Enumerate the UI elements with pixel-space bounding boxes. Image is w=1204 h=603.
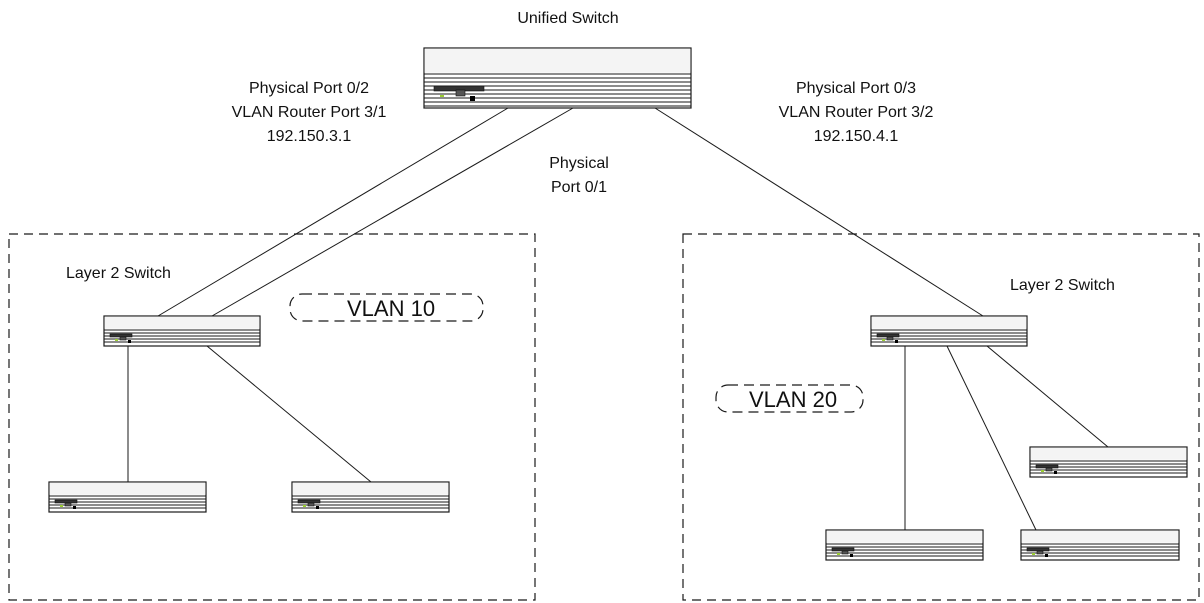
switch-top-panel — [292, 482, 449, 495]
vlan-20-outline — [715, 384, 864, 413]
status-led — [882, 339, 885, 341]
right-port-label-line3: 192.150.4.1 — [814, 128, 899, 145]
connector-square — [128, 340, 131, 343]
left-port-label-line3: 192.150.3.1 — [267, 128, 352, 145]
connector-square — [850, 554, 853, 557]
module-block — [1036, 550, 1044, 555]
port-bar — [1026, 547, 1050, 552]
status-led — [60, 505, 63, 507]
left-l2-switch-icon — [103, 315, 261, 347]
right-switch-a-icon — [825, 529, 984, 561]
status-led — [837, 553, 840, 555]
switch-top-panel — [49, 482, 206, 495]
link-unified-to-left-l2-a — [157, 107, 509, 317]
left-port-label-line1: Physical Port 0/2 — [249, 80, 369, 97]
right-layer2-switch-label: Layer 2 Switch — [1010, 277, 1115, 294]
switch-top-panel — [1021, 530, 1179, 543]
connector-square — [73, 506, 76, 509]
module-block — [119, 336, 127, 341]
right-switch-c-icon — [1029, 446, 1188, 478]
left-switch-b-icon — [291, 481, 450, 513]
connector-square — [1054, 471, 1057, 474]
left-group-box — [8, 233, 536, 601]
connector-square — [895, 340, 898, 343]
port-bar — [109, 333, 133, 338]
status-led — [303, 505, 306, 507]
port-bar — [1035, 464, 1059, 469]
module-block — [455, 89, 466, 97]
port-bar — [831, 547, 855, 552]
unified-switch-icon — [423, 47, 692, 109]
switch-top-panel — [871, 316, 1027, 329]
status-led — [1032, 553, 1035, 555]
right-switch-b-icon — [1020, 529, 1180, 561]
connector-square — [1045, 554, 1048, 557]
link-right-l2-to-switch-b — [946, 345, 1037, 531]
switch-top-panel — [1030, 447, 1187, 460]
status-led — [115, 339, 118, 341]
module-block — [841, 550, 849, 555]
link-right-l2-to-switch-c — [986, 345, 1109, 448]
connection-lines — [127, 107, 1109, 531]
module-block — [64, 502, 72, 507]
module-block — [307, 502, 315, 507]
switch-top-panel — [104, 316, 260, 329]
port-bar — [876, 333, 900, 338]
right-group-box — [682, 233, 1200, 601]
switch-top-panel — [424, 48, 691, 73]
left-port-label-line2: VLAN Router Port 3/1 — [232, 104, 387, 121]
vlan-10-label: VLAN 10 — [347, 296, 435, 321]
status-led — [1041, 470, 1044, 472]
link-unified-to-right-l2 — [654, 107, 984, 317]
left-layer2-switch-label: Layer 2 Switch — [66, 265, 171, 282]
port-bar — [297, 499, 321, 504]
right-port-label-line1: Physical Port 0/3 — [796, 80, 916, 97]
middle-port-label-line2: Port 0/1 — [551, 179, 607, 196]
link-unified-to-left-l2-b — [211, 107, 574, 317]
unified-switch-title: Unified Switch — [517, 10, 618, 27]
vlan-20-label: VLAN 20 — [749, 387, 837, 412]
right-l2-switch-icon — [870, 315, 1028, 347]
right-port-label-line2: VLAN Router Port 3/2 — [779, 104, 934, 121]
status-led — [440, 95, 444, 97]
connector-square — [316, 506, 319, 509]
switch-top-panel — [826, 530, 983, 543]
port-bar — [54, 499, 78, 504]
module-block — [1045, 467, 1053, 472]
connector-square — [470, 96, 475, 101]
module-block — [886, 336, 894, 341]
link-left-l2-to-switch-b — [206, 345, 372, 483]
vlan-10-outline — [289, 293, 484, 322]
middle-port-label-line1: Physical — [549, 155, 609, 172]
left-switch-a-icon — [48, 481, 207, 513]
